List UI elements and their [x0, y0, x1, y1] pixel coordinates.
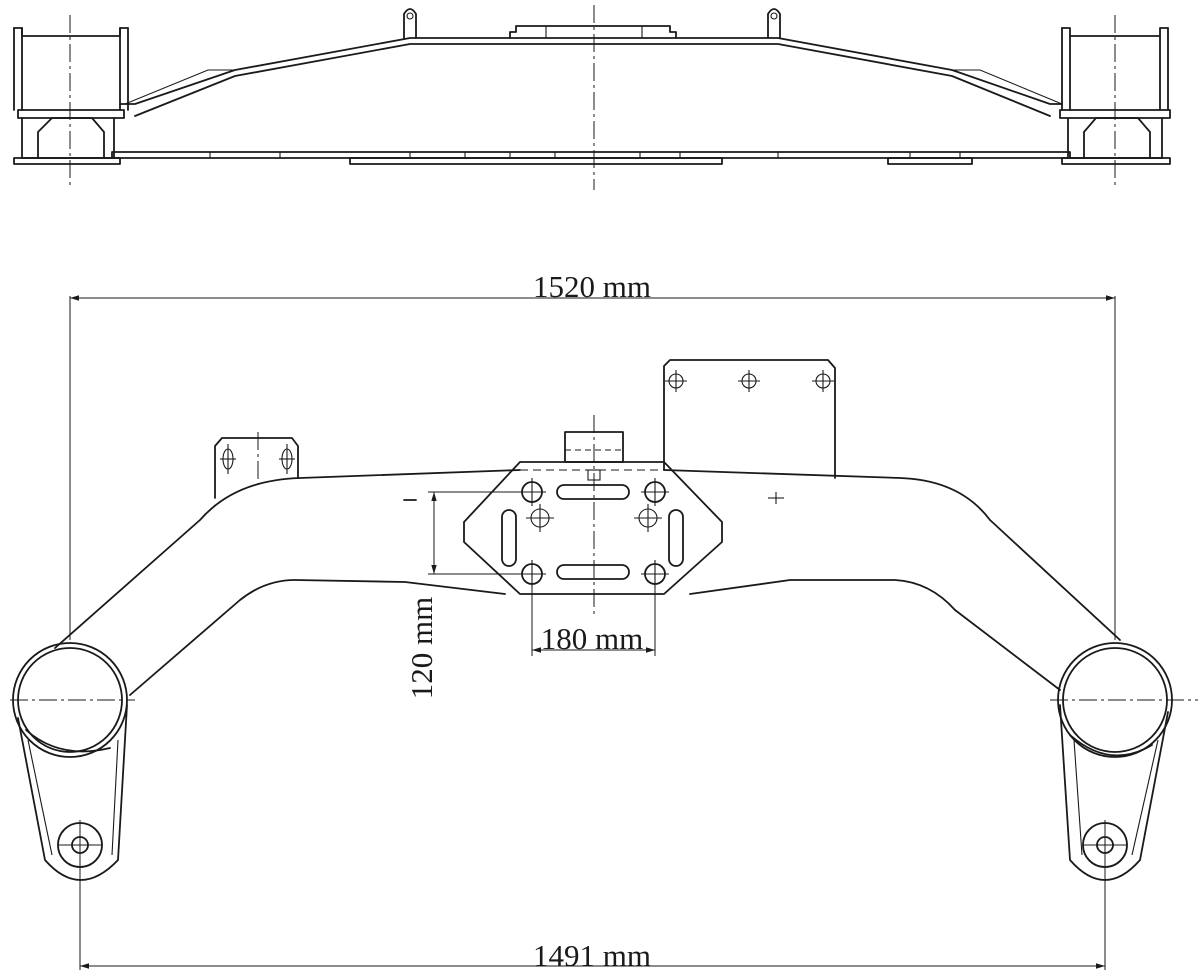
top-right-column — [1059, 27, 1171, 165]
top-lifting-lugs — [403, 8, 781, 39]
dimension-overall-top: 1520 mm — [69, 269, 1116, 640]
dimension-180-label: 180 mm — [541, 621, 643, 656]
mounting-plate-slots — [501, 484, 684, 580]
dimension-1520-label: 1520 mm — [533, 269, 651, 304]
dimension-1491-label: 1491 mm — [533, 938, 651, 972]
right-hub — [1050, 642, 1198, 970]
right-bracket-bolts — [665, 370, 834, 392]
left-bracket-bolts — [220, 432, 295, 485]
plan-right-bracket — [663, 359, 836, 479]
dimension-overall-bottom: 1491 mm — [80, 938, 1105, 972]
plan-beam-outline — [54, 469, 1121, 696]
top-beam-lower-flange — [111, 151, 1071, 159]
top-view — [13, 5, 1171, 190]
left-hub — [10, 642, 135, 970]
plan-view: 1520 mm — [10, 269, 1198, 972]
plan-left-bracket — [214, 437, 299, 499]
top-left-column — [13, 27, 129, 165]
top-beam-upper-edge — [119, 37, 1063, 105]
dimension-120: 120 mm — [404, 491, 520, 699]
mounting-plate-bolts — [518, 478, 669, 588]
dimension-120-label: 120 mm — [404, 597, 439, 699]
center-mounting-plate — [463, 415, 723, 615]
dimension-180: 180 mm — [531, 584, 656, 656]
